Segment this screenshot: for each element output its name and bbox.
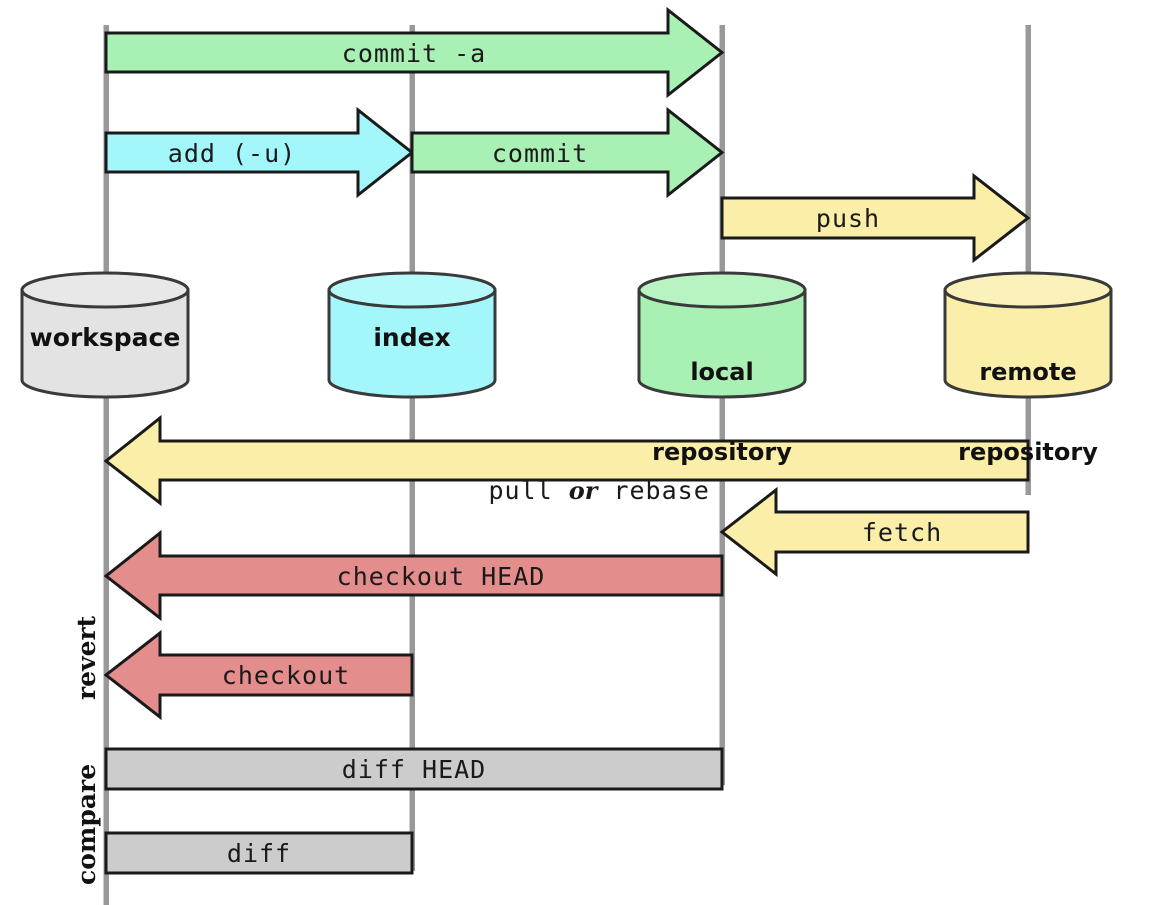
- lifeline-remote: [1025, 25, 1031, 495]
- arrow-commit-a: [104, 6, 725, 99]
- cylinder-workspace: [20, 271, 190, 399]
- arrow-checkout: [103, 629, 414, 721]
- cylinder-local-repository: [637, 271, 807, 399]
- cylinder-remote-repository: [943, 271, 1113, 399]
- arrow-pull-rebase: [103, 414, 1030, 507]
- arrow-fetch: [719, 486, 1030, 578]
- bar-diff-head: [104, 747, 724, 791]
- lifeline-local: [719, 25, 725, 785]
- cylinder-index: [327, 271, 497, 399]
- bar-diff: [104, 831, 414, 875]
- arrow-add-u: [104, 106, 415, 199]
- lifeline-workspace: [103, 25, 109, 905]
- arrow-push: [720, 172, 1031, 264]
- arrow-commit: [410, 106, 725, 199]
- arrow-checkout-head: [103, 529, 724, 622]
